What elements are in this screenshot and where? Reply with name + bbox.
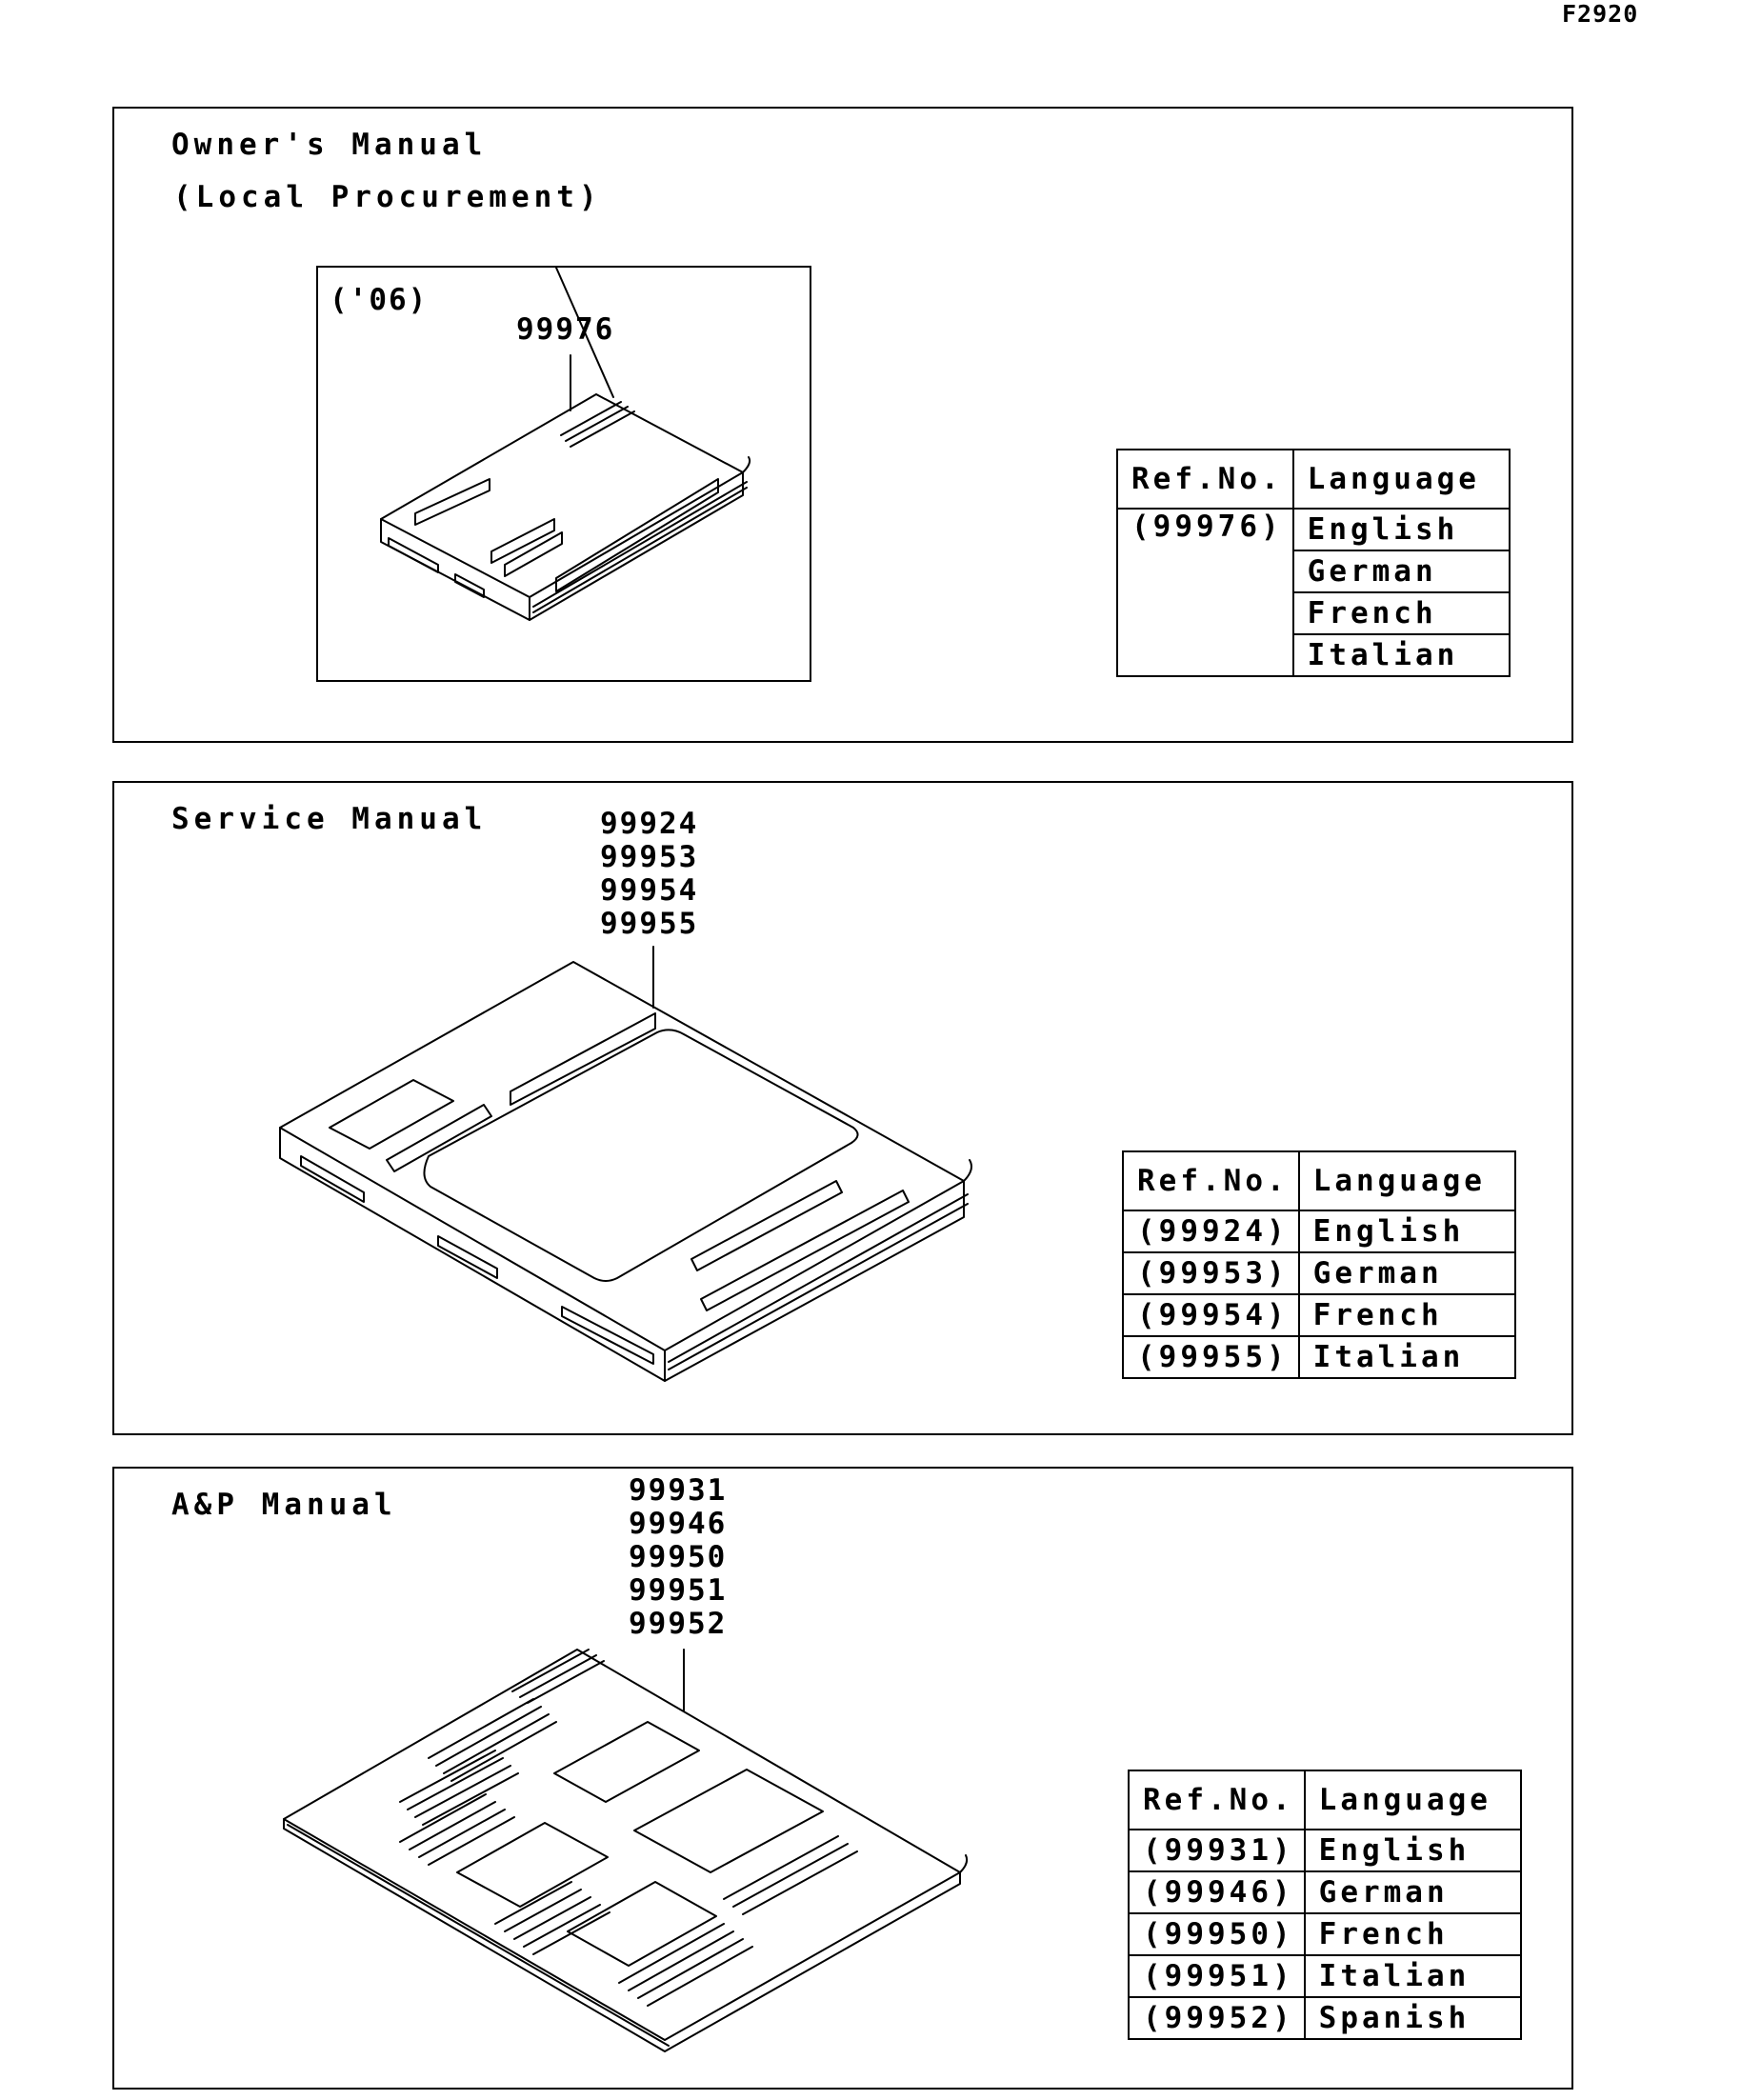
ref-no-cell: (99931) [1128, 1829, 1306, 1872]
table-row: (99946) German [1128, 1870, 1523, 1914]
table-row: (99924) English [1122, 1210, 1517, 1253]
figure-code: F2920 [1562, 0, 1639, 28]
year-note: ('06) [330, 283, 429, 317]
part-number-label: 99954 [600, 873, 699, 908]
service-manual-panel: Service Manual 99924 99953 99954 99955 R… [112, 781, 1573, 1435]
owners-manual-panel: Owner's Manual (Local Procurement) ('06)… [112, 107, 1573, 743]
part-number-label: 99955 [600, 907, 699, 941]
part-number-label: 99952 [629, 1607, 728, 1641]
part-number-labels: 99931 99946 99950 99951 99952 [629, 1474, 727, 1641]
ref-no-cell: (99976) [1116, 508, 1294, 677]
part-number-label: 99946 [629, 1507, 728, 1541]
ref-no-header: Ref.No. [1116, 449, 1294, 510]
ap-manual-title: A&P Manual [171, 1488, 397, 1522]
ref-no-header: Ref.No. [1122, 1150, 1300, 1211]
language-cell: Italian [1297, 1335, 1517, 1379]
ref-no-cell: (99954) [1122, 1293, 1300, 1337]
part-number-labels: 99924 99953 99954 99955 [600, 808, 698, 941]
ap-manual-panel: A&P Manual 99931 99946 99950 99951 99952 [112, 1467, 1573, 2090]
ref-no-cell: (99952) [1128, 1996, 1306, 2040]
table-row: (99951) Italian [1128, 1954, 1523, 1998]
part-number-label: 99931 [629, 1473, 728, 1508]
ap-manual-leaflet-illustration [283, 1649, 969, 2052]
language-cell: French [1303, 1912, 1523, 1956]
service-manual-ref-table: Ref.No. Language (99924) English (99953)… [1122, 1150, 1517, 1379]
part-number-label: 99953 [600, 840, 699, 874]
language-header: Language [1291, 449, 1511, 510]
language-cell: French [1297, 1293, 1517, 1337]
ref-no-cell: (99953) [1122, 1251, 1300, 1295]
language-cell: Spanish [1303, 1996, 1523, 2040]
language-cell: English [1297, 1210, 1517, 1253]
ref-no-cell: (99955) [1122, 1335, 1300, 1379]
language-cell: German [1297, 1251, 1517, 1295]
table-row: (99954) French [1122, 1293, 1517, 1337]
part-number-label: 99924 [600, 807, 699, 841]
language-header: Language [1303, 1770, 1523, 1830]
ref-no-cell: (99951) [1128, 1954, 1306, 1998]
ref-no-cell: (99950) [1128, 1912, 1306, 1956]
language-cell: English [1303, 1829, 1523, 1872]
table-row: (99955) Italian [1122, 1335, 1517, 1379]
language-cell: Italian [1291, 633, 1511, 677]
ref-no-header: Ref.No. [1128, 1770, 1306, 1830]
table-row: (99950) French [1128, 1912, 1523, 1956]
owners-manual-title: Owner's Manual [171, 128, 488, 162]
language-cell: English [1291, 508, 1511, 551]
language-cell: German [1291, 550, 1511, 593]
owners-manual-inset: ('06) 99976 [316, 266, 811, 682]
owners-manual-subtitle: (Local Procurement) [173, 180, 602, 214]
owners-manual-ref-table: Ref.No. Language (99976) English German … [1116, 449, 1511, 677]
language-header: Language [1297, 1150, 1517, 1211]
language-cell: Italian [1303, 1954, 1523, 1998]
ref-no-cell: (99946) [1128, 1870, 1306, 1914]
language-cell: German [1303, 1870, 1523, 1914]
service-manual-book-illustration [279, 946, 972, 1382]
table-row: (99953) German [1122, 1251, 1517, 1295]
table-row: (99931) English [1128, 1829, 1523, 1872]
part-number-label: 99976 [516, 312, 615, 347]
ref-no-cell: (99924) [1122, 1210, 1300, 1253]
table-row: (99952) Spanish [1128, 1996, 1523, 2040]
part-number-label: 99950 [629, 1540, 728, 1574]
owners-manual-book-illustration [380, 267, 751, 621]
part-number-label: 99951 [629, 1573, 728, 1608]
language-cell: French [1291, 591, 1511, 635]
service-manual-title: Service Manual [171, 802, 488, 836]
ap-manual-ref-table: Ref.No. Language (99931) English (99946)… [1128, 1770, 1523, 2040]
